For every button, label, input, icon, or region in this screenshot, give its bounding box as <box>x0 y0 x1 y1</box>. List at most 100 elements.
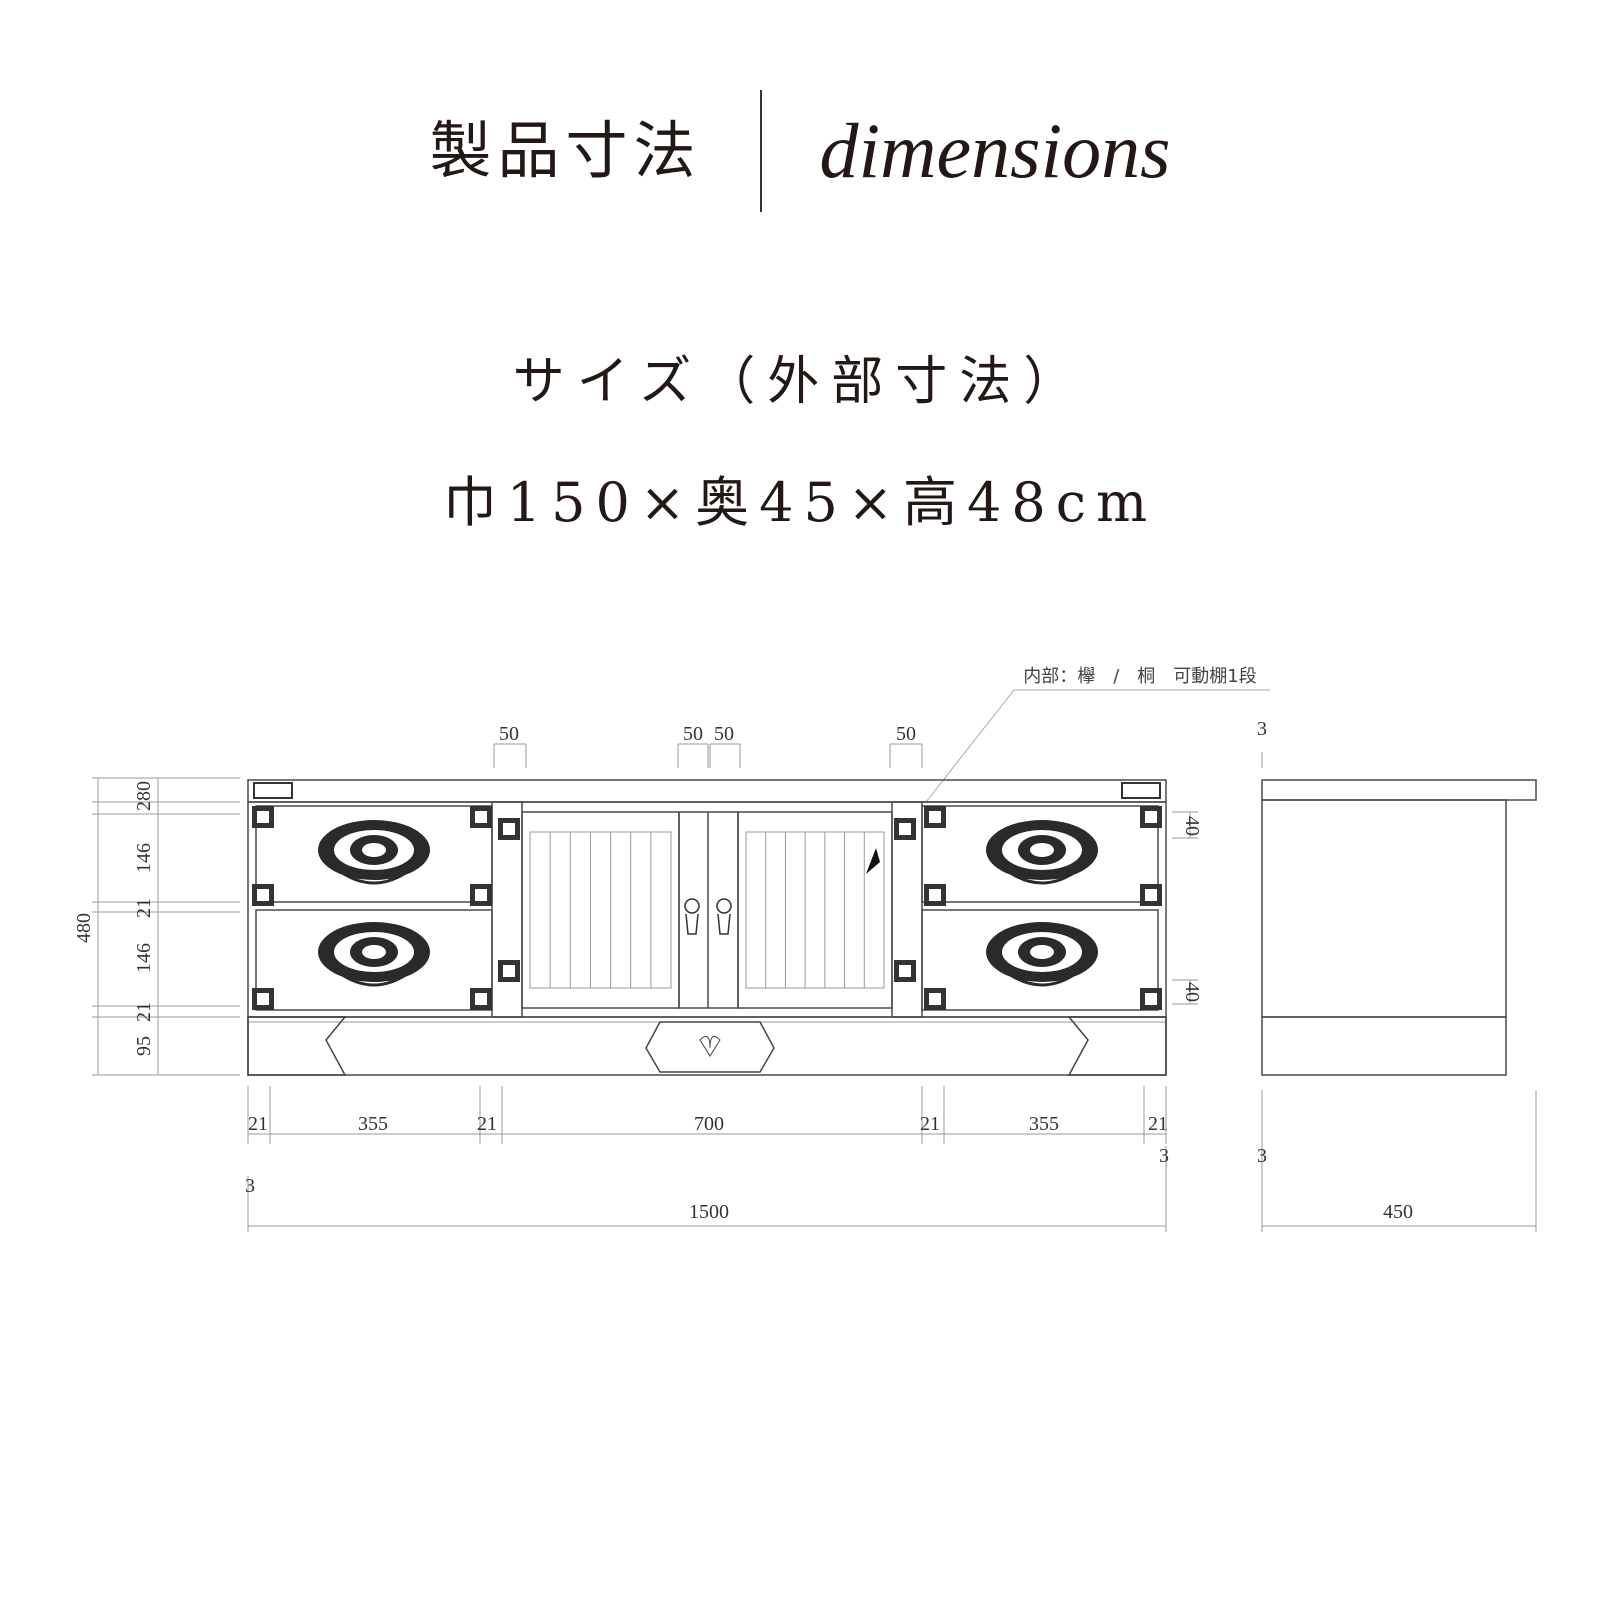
dimension-lines <box>92 689 1537 1232</box>
bottom-dim-label: 700 <box>694 1113 724 1135</box>
page-header: 製品寸法 dimensions <box>0 88 1600 214</box>
size-value: 巾150×奥45×高48cm <box>442 471 1158 534</box>
right-lower-drawer-ornament-center <box>1030 945 1054 959</box>
top-board <box>247 779 1167 803</box>
title-divider <box>759 90 762 212</box>
left-door-pull-ring <box>684 898 700 914</box>
corner-fitting-2 <box>252 884 274 906</box>
corner-fitting-12 <box>924 884 946 906</box>
left-lower-drawer-ornament-center <box>362 945 386 959</box>
corner-fitting-15-hole <box>1145 993 1157 1005</box>
side-body <box>1261 799 1507 1018</box>
corner-fitting-5-hole <box>475 993 487 1005</box>
plinth-center-ornament <box>645 1021 775 1073</box>
top-left-cap <box>253 782 293 799</box>
corner-fitting-10-hole <box>929 811 941 823</box>
left-dim-label: 146 <box>133 843 155 873</box>
right-dim-label: 40 <box>1181 816 1203 836</box>
corner-fitting-5 <box>470 988 492 1010</box>
corner-fitting-4 <box>252 988 274 1010</box>
dimension-labels: 50 50 50 50 480 280 146 21 146 21 95 40 40 21 355 21 700… <box>73 666 1413 1223</box>
side-view <box>1261 779 1537 1076</box>
left-upper-drawer-ornament <box>318 820 430 885</box>
left-upper-drawer-ornament-center <box>362 843 386 857</box>
right-thickness-label: 3 <box>1159 1145 1169 1167</box>
right-dim-label: 40 <box>1181 982 1203 1002</box>
left-total-label: 480 <box>73 913 95 943</box>
corner-fitting-3 <box>470 884 492 906</box>
left-door-panel <box>529 831 672 989</box>
corner-fitting-10 <box>924 806 946 828</box>
interior-note: 内部：欅 / 桐 可動棚1段 <box>1023 666 1257 687</box>
corner-fitting-12-hole <box>929 889 941 901</box>
corner-fitting-7-hole <box>503 965 515 977</box>
side-depth-label: 450 <box>1383 1201 1413 1223</box>
right-door-panel <box>745 831 885 989</box>
right-door <box>737 811 893 1009</box>
left-thickness-label: 3 <box>245 1175 255 1197</box>
top-dim-label: 50 <box>896 723 916 745</box>
top-dim-label: 50 <box>683 723 703 745</box>
left-dim-label: 146 <box>133 943 155 973</box>
bottom-dim-label: 21 <box>1148 1113 1168 1135</box>
plinth-right-ornament <box>1067 1016 1167 1076</box>
base-plinth <box>247 1016 1167 1076</box>
left-door <box>521 811 680 1009</box>
corner-fitting-9 <box>894 960 916 982</box>
right-upper-drawer-ornament-handle <box>1011 872 1073 885</box>
bottom-dim-label: 355 <box>1029 1113 1059 1135</box>
side-bottom-label: 3 <box>1257 1145 1267 1167</box>
corner-fitting-8 <box>894 818 916 840</box>
top-dim-label: 50 <box>499 723 519 745</box>
corner-fitting-11-hole <box>1145 811 1157 823</box>
right-upper-drawer-ornament <box>986 820 1098 885</box>
side-top-board <box>1261 779 1537 801</box>
left-lower-drawer-ornament-handle <box>343 974 405 987</box>
corner-fitting-0-hole <box>257 811 269 823</box>
left-dim-label: 21 <box>133 1002 155 1022</box>
plinth-center-heart <box>699 1035 721 1057</box>
corner-fitting-15 <box>1140 988 1162 1010</box>
corner-fitting-4-hole <box>257 993 269 1005</box>
right-door-pull-drop <box>717 913 731 935</box>
title-english: dimensions <box>819 107 1171 194</box>
top-right-cap <box>1121 782 1161 799</box>
note-leader <box>925 689 1270 803</box>
corner-fitting-9-hole <box>899 965 911 977</box>
side-top-label: 3 <box>1257 718 1267 740</box>
left-dim-label: 21 <box>133 898 155 918</box>
left-lower-drawer-ornament <box>318 922 430 987</box>
corner-fitting-7 <box>498 960 520 982</box>
corner-fitting-6 <box>498 818 520 840</box>
corner-fitting-2-hole <box>257 889 269 901</box>
shelf-pointer <box>866 848 880 874</box>
side-plinth <box>1261 1016 1507 1076</box>
left-upper-drawer-ornament-handle <box>343 872 405 885</box>
corner-fitting-14-hole <box>929 993 941 1005</box>
right-lower-drawer-ornament-handle <box>1011 974 1073 987</box>
title-japanese: 製品寸法 <box>429 114 702 187</box>
bottom-dim-label: 21 <box>248 1113 268 1135</box>
plinth-left-ornament <box>247 1016 347 1076</box>
bottom-dim-label: 21 <box>477 1113 497 1135</box>
corner-fitting-0 <box>252 806 274 828</box>
corner-fitting-1-hole <box>475 811 487 823</box>
front-view <box>247 779 1167 1076</box>
corner-fitting-3-hole <box>475 889 487 901</box>
total-width-label: 1500 <box>689 1201 729 1223</box>
left-dim-label: 280 <box>133 781 155 811</box>
corner-fitting-1 <box>470 806 492 828</box>
size-label: サイズ（外部寸法） <box>512 352 1088 412</box>
right-upper-drawer-ornament-center <box>1030 843 1054 857</box>
top-dim-label: 50 <box>714 723 734 745</box>
bottom-dim-label: 355 <box>358 1113 388 1135</box>
corner-fitting-6-hole <box>503 823 515 835</box>
corner-fitting-11 <box>1140 806 1162 828</box>
left-dim-label: 95 <box>133 1036 155 1056</box>
bottom-dim-label: 21 <box>920 1113 940 1135</box>
left-door-pull-drop <box>685 913 699 935</box>
corner-fitting-8-hole <box>899 823 911 835</box>
corner-fitting-14 <box>924 988 946 1010</box>
corner-fitting-13-hole <box>1145 889 1157 901</box>
